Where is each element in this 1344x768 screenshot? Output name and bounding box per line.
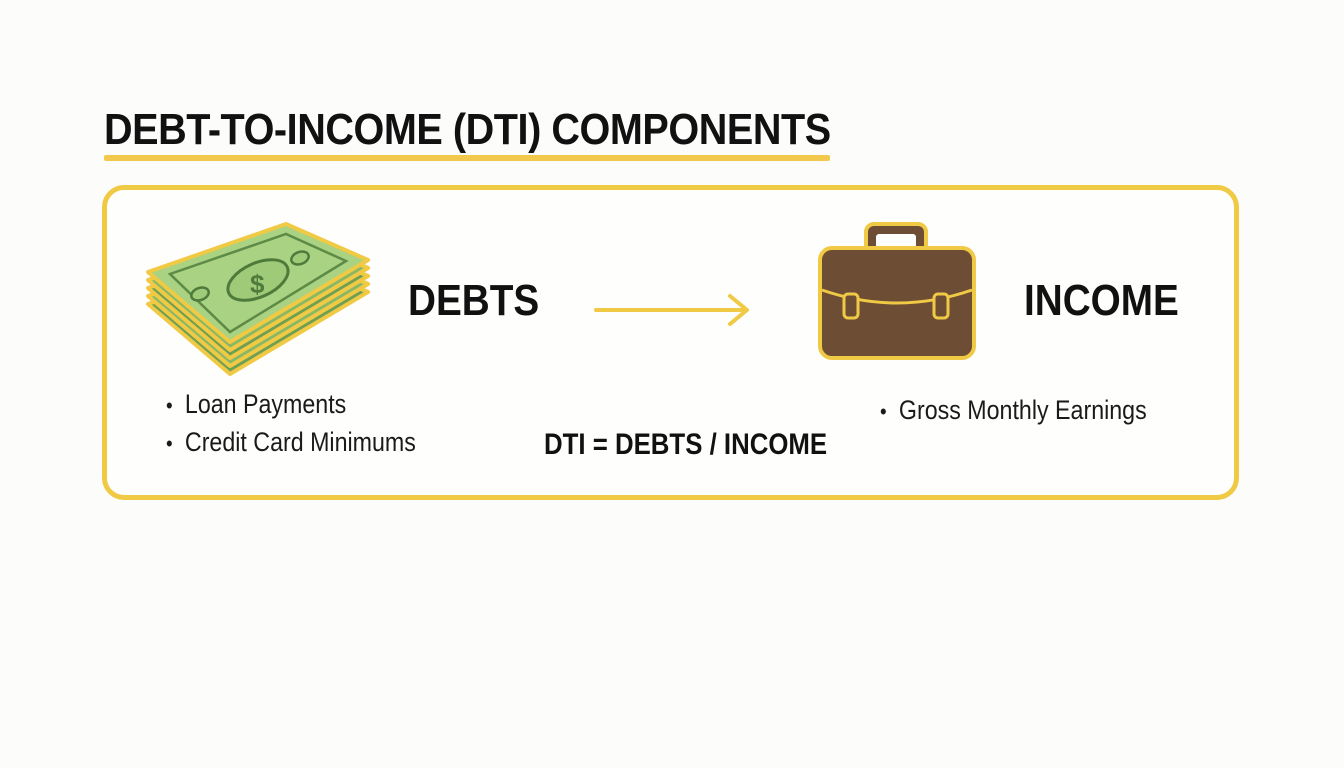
dti-formula: DTI = DEBTS / INCOME — [544, 428, 828, 461]
money-stack-icon: $ — [146, 222, 370, 376]
svg-text:$: $ — [250, 269, 265, 299]
income-item-gross-monthly-earnings: Gross Monthly Earnings — [880, 392, 1147, 430]
briefcase-icon — [818, 222, 976, 360]
income-list: Gross Monthly Earnings — [880, 392, 1147, 430]
debt-item-credit-card-minimums: Credit Card Minimums — [166, 424, 416, 462]
arrow-right-icon — [594, 294, 749, 326]
debts-label: DEBTS — [408, 276, 540, 325]
title-underline — [104, 155, 830, 161]
debt-item-loan-payments: Loan Payments — [166, 386, 416, 424]
diagram-title: DEBT-TO-INCOME (DTI) COMPONENTS — [104, 105, 831, 154]
debts-list: Loan Payments Credit Card Minimums — [166, 386, 416, 462]
income-label: INCOME — [1024, 276, 1179, 325]
